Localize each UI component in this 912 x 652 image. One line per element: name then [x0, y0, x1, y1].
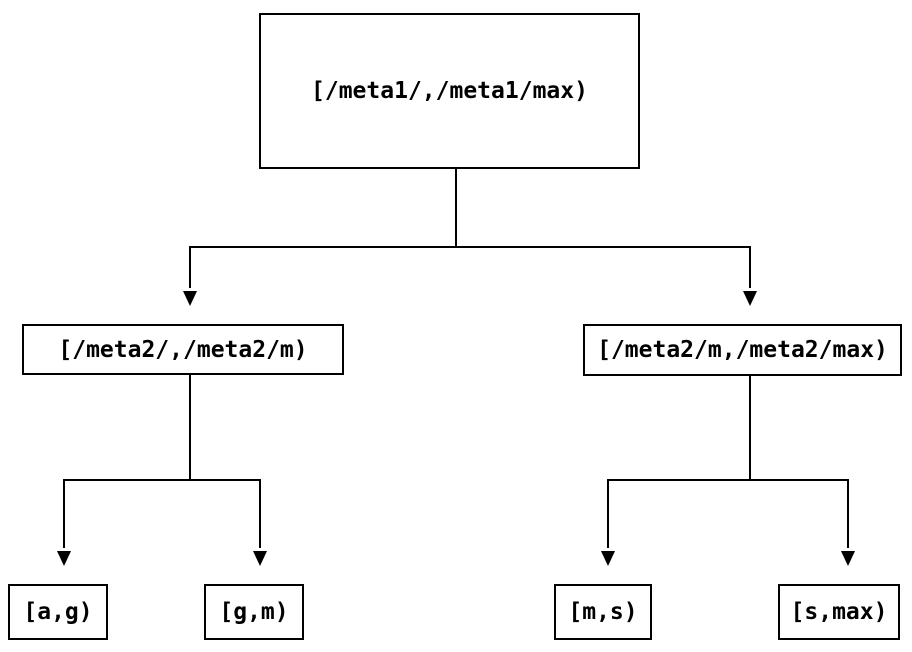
- node-root-label: [/meta1/,/meta1/max): [311, 78, 588, 104]
- edge-root-to-right-line: [749, 246, 751, 288]
- node-leaf-ag-label: [a,g): [23, 599, 93, 625]
- node-meta2-right: [/meta2/m,/meta2/max): [583, 324, 902, 376]
- edge-root-crossbar-line: [189, 246, 751, 248]
- edge-right-to-smax-arrowhead-icon: [841, 551, 855, 566]
- edge-right-to-ms-arrowhead-icon: [601, 551, 615, 566]
- edge-left-stem-line: [189, 375, 191, 481]
- edge-right-stem-line: [749, 376, 751, 481]
- edge-right-crossbar-line: [607, 479, 849, 481]
- edge-left-to-ag-arrowhead-icon: [57, 551, 71, 566]
- edge-left-crossbar-line: [63, 479, 261, 481]
- edge-root-to-right-arrowhead-icon: [743, 291, 757, 306]
- node-leaf-gm: [g,m): [204, 584, 304, 640]
- node-meta2-left: [/meta2/,/meta2/m): [22, 324, 344, 375]
- node-leaf-smax: [s,max): [778, 584, 900, 640]
- node-leaf-ms: [m,s): [554, 584, 652, 640]
- edge-right-to-smax-line: [847, 479, 849, 548]
- node-leaf-ag: [a,g): [8, 584, 108, 640]
- node-leaf-gm-label: [g,m): [219, 599, 289, 625]
- edge-root-to-left-line: [189, 246, 191, 288]
- edge-left-to-gm-line: [259, 479, 261, 548]
- node-root: [/meta1/,/meta1/max): [259, 13, 640, 169]
- edge-left-to-ag-line: [63, 479, 65, 548]
- edge-right-to-ms-line: [607, 479, 609, 548]
- node-meta2-left-label: [/meta2/,/meta2/m): [58, 336, 308, 363]
- node-leaf-smax-label: [s,max): [790, 599, 888, 625]
- edge-left-to-gm-arrowhead-icon: [253, 551, 267, 566]
- edge-root-stem-line: [455, 169, 457, 247]
- node-meta2-right-label: [/meta2/m,/meta2/max): [597, 337, 888, 363]
- edge-root-to-left-arrowhead-icon: [183, 291, 197, 306]
- node-leaf-ms-label: [m,s): [568, 599, 638, 625]
